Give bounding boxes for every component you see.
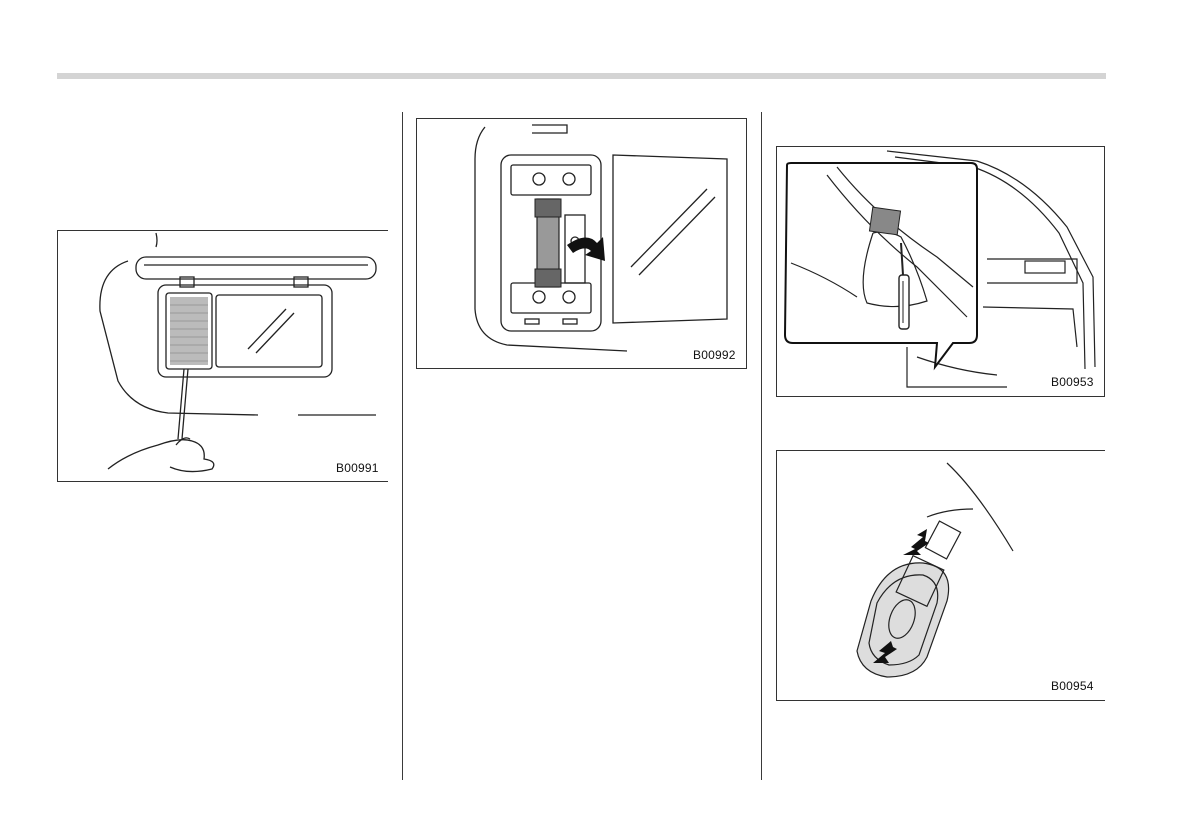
socket-bulb-illustration	[777, 451, 1105, 701]
header-rule	[57, 73, 1106, 79]
figure-socket-bulb: B00954	[776, 450, 1105, 701]
column-divider-right	[761, 112, 762, 780]
figure-code: B00954	[1051, 679, 1094, 693]
figure-cargo-light-lens: B00953	[776, 146, 1105, 397]
figure-code: B00953	[1051, 375, 1094, 389]
figure-map-light-bulb: B00992	[416, 118, 747, 369]
figure-code: B00992	[693, 348, 736, 362]
map-light-illustration	[417, 119, 747, 369]
cargo-light-illustration	[777, 147, 1105, 397]
figure-vanity-mirror-light: B00991	[57, 230, 388, 482]
figure-code: B00991	[336, 461, 379, 475]
vanity-mirror-illustration	[58, 231, 388, 482]
column-divider-left	[402, 112, 403, 780]
